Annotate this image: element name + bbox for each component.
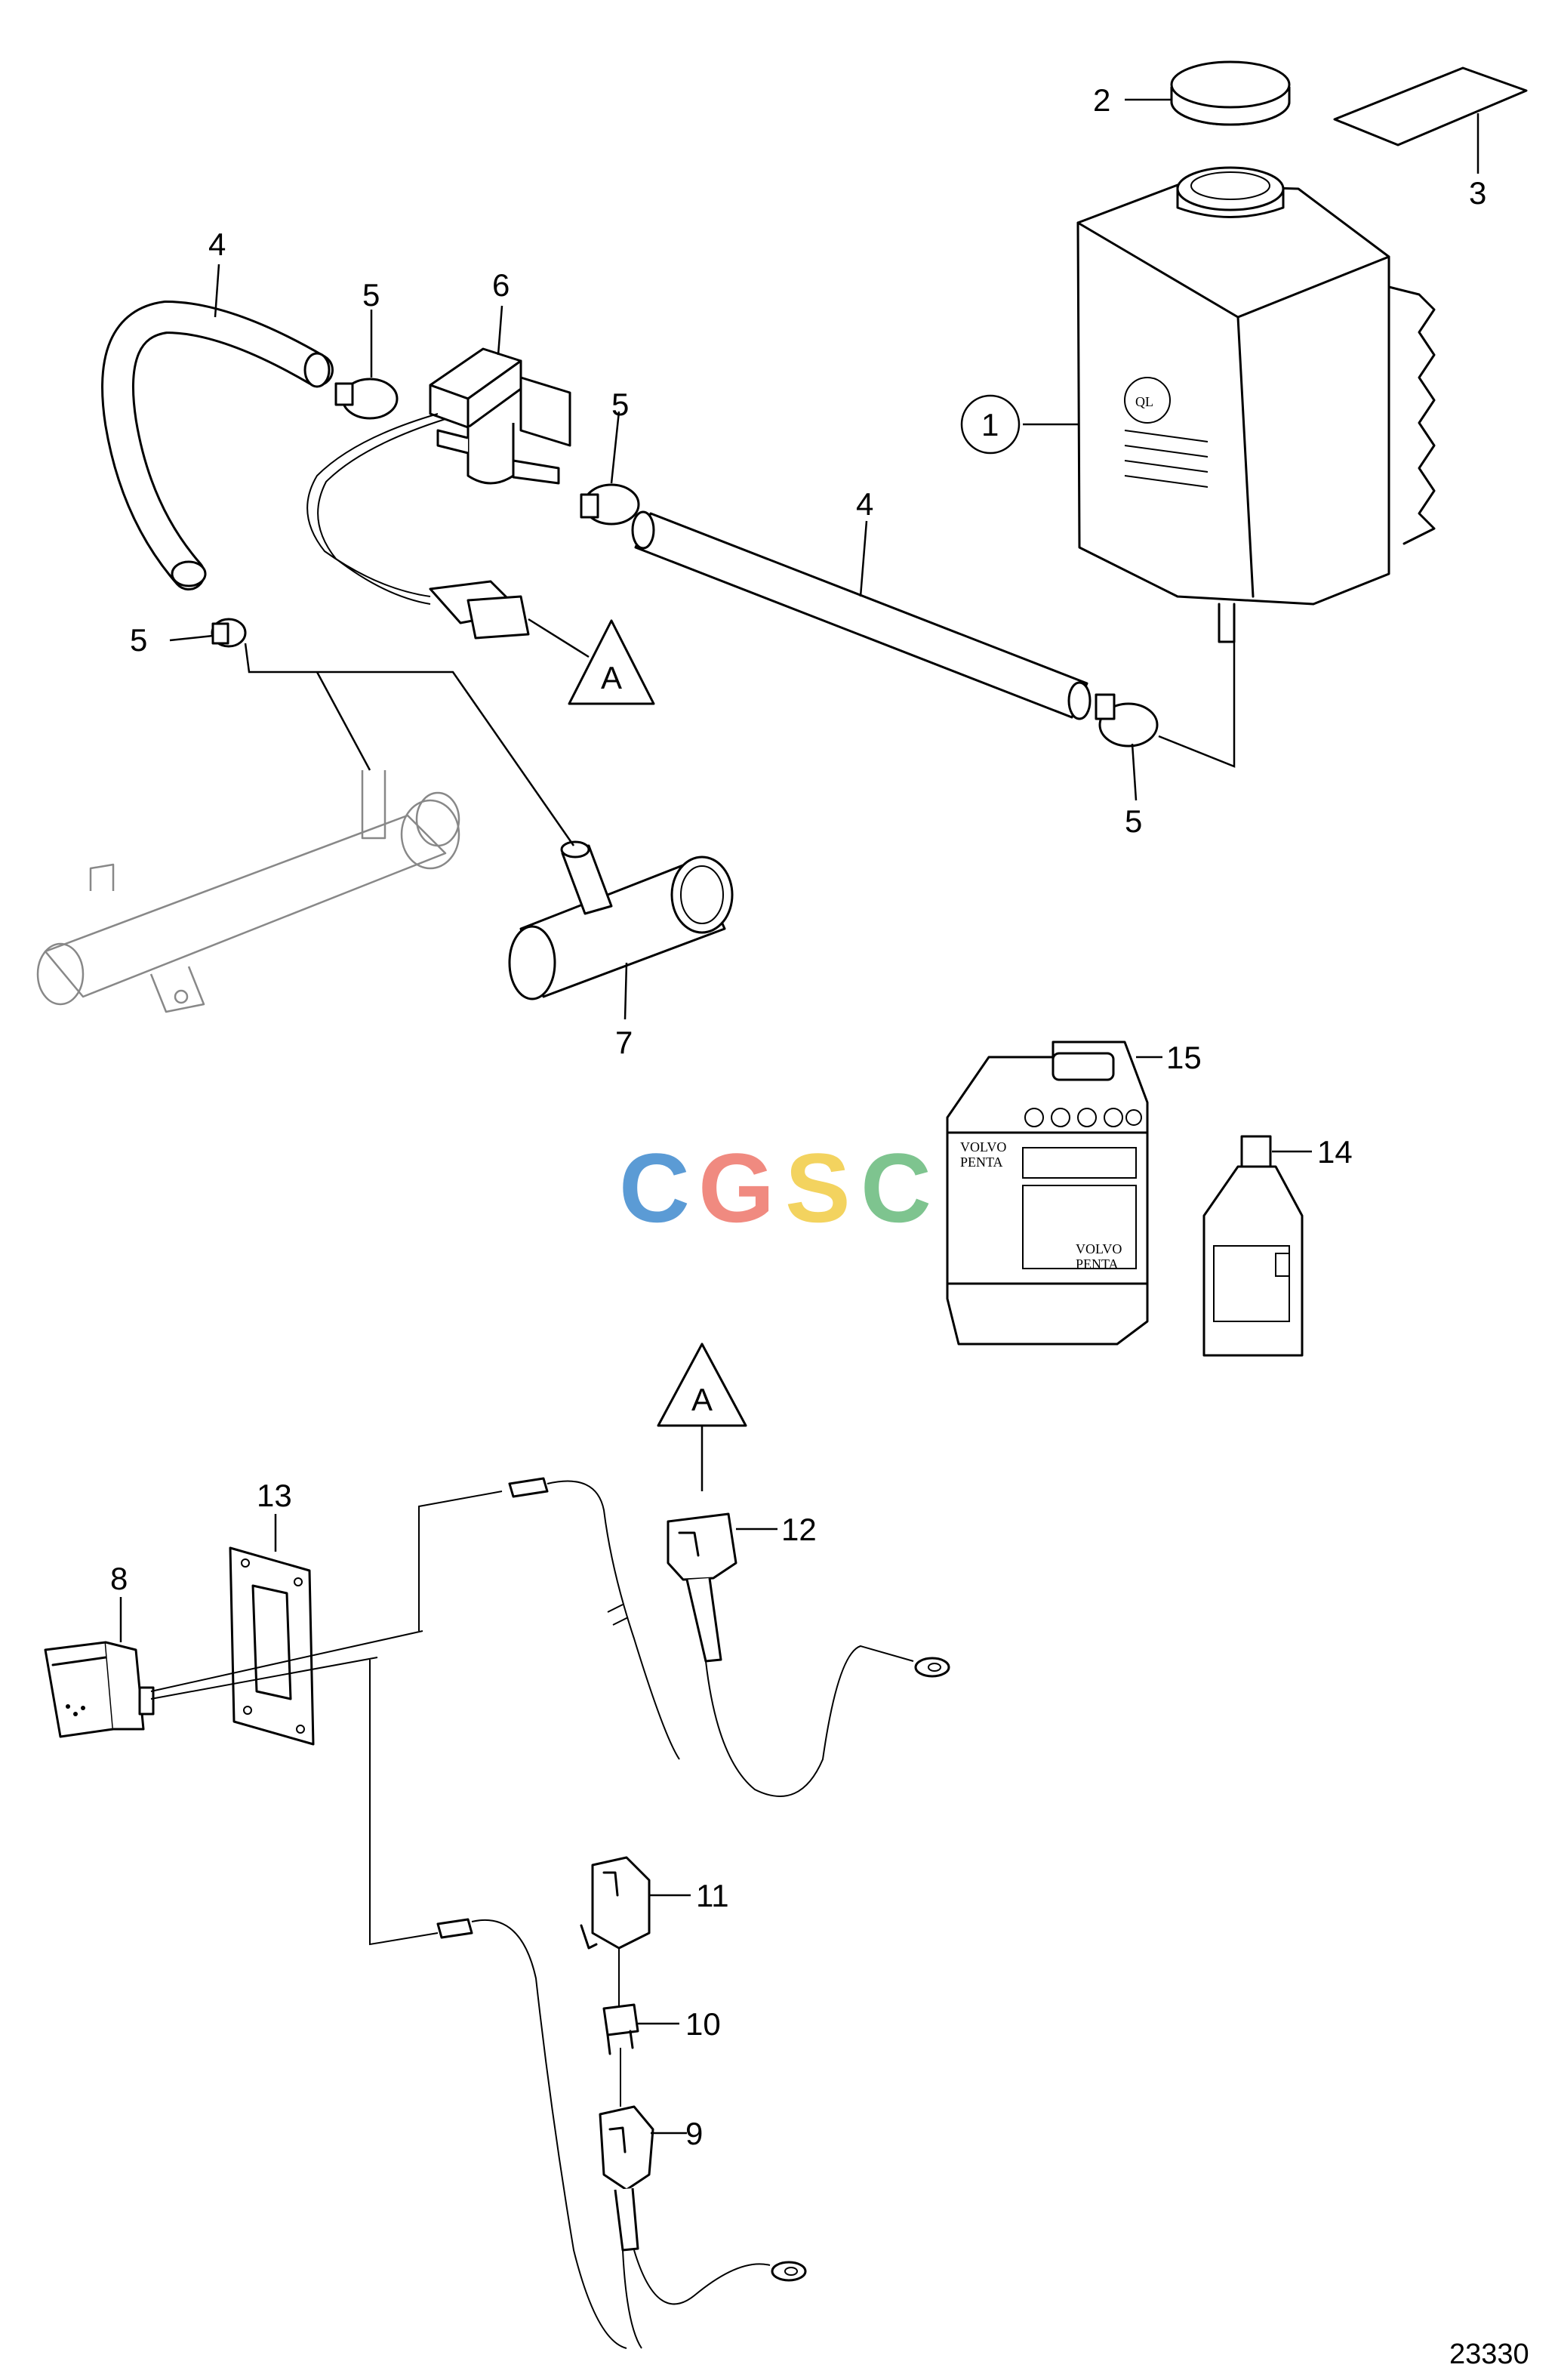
tube-fitting: [508, 840, 734, 1000]
watermark-g: G: [698, 1133, 774, 1243]
callout-13: 13: [257, 1478, 292, 1513]
callout-5-right: 5: [1125, 803, 1142, 839]
can-side-brand-1: VOLVO: [960, 1139, 1006, 1155]
harness-upper: [508, 1477, 950, 1797]
callout-1: 1: [981, 407, 999, 442]
callout-4-left: 4: [208, 227, 226, 262]
switch-wiring: [150, 1491, 503, 1946]
callout-5-top: 5: [362, 277, 380, 313]
callout-12: 12: [781, 1512, 817, 1547]
drawing-number: 23330: [1449, 2338, 1529, 2370]
callout-leaders: [119, 98, 1479, 2135]
panel-plate: [229, 1546, 315, 1746]
callout-15: 15: [1166, 1040, 1202, 1075]
connector-a-upper: A: [568, 619, 655, 705]
hose-routing: [244, 642, 1236, 846]
connector-a-lower-label: A: [691, 1382, 713, 1417]
hose-clamp-3: [211, 618, 247, 648]
svg-text:QL: QL: [1135, 394, 1153, 409]
solenoid-valve: [429, 347, 571, 485]
harness-lower: [436, 1856, 807, 2349]
hose-clamp-1: [334, 378, 399, 420]
watermark-c1: C: [619, 1133, 690, 1243]
connector-a-upper-label: A: [601, 660, 622, 695]
callout-7: 7: [615, 1025, 633, 1060]
hose-clamp-2: [580, 483, 640, 526]
watermark: C G S C: [619, 1133, 931, 1243]
hose-straight: [631, 510, 1092, 720]
filler-cap: [1170, 60, 1291, 126]
callout-9: 9: [685, 2116, 703, 2151]
rocker-switch: [44, 1641, 155, 1738]
hose-curved: [101, 300, 334, 590]
valve-wires: [306, 413, 590, 658]
connector-a-lower: A: [657, 1343, 747, 1491]
callout-8: 8: [110, 1561, 128, 1596]
callout-labels: 1 2 3 4 4 5 5 5 5 6 7 8 9 10 11 12 13 14…: [110, 82, 1486, 2151]
callout-14: 14: [1317, 1134, 1353, 1170]
watermark-c2: C: [861, 1133, 931, 1243]
engine-pipe-ghost: [36, 770, 460, 1013]
label-decal: [1333, 66, 1528, 146]
watermark-s: S: [785, 1133, 851, 1243]
fluid-bottle-small: [1202, 1135, 1304, 1357]
reservoir-tank: QL: [1076, 166, 1436, 643]
callout-6: 6: [492, 267, 510, 303]
callout-5-left: 5: [130, 622, 147, 658]
callout-5-mid: 5: [611, 387, 629, 422]
callout-2: 2: [1093, 82, 1110, 118]
can-side-brand-2: PENTA: [960, 1155, 1003, 1170]
fluid-can-large: VOLVO PENTA VOLVO PENTA: [946, 1040, 1149, 1346]
hose-clamp-4: [1095, 693, 1159, 748]
can-front-brand-1: VOLVO: [1076, 1241, 1122, 1256]
can-front-brand-2: PENTA: [1076, 1256, 1119, 1272]
callout-4-right: 4: [856, 486, 873, 522]
callout-10: 10: [685, 2006, 721, 2042]
callout-1-circle: [960, 394, 1021, 455]
callout-11: 11: [696, 1878, 729, 1913]
callout-3: 3: [1469, 175, 1486, 211]
